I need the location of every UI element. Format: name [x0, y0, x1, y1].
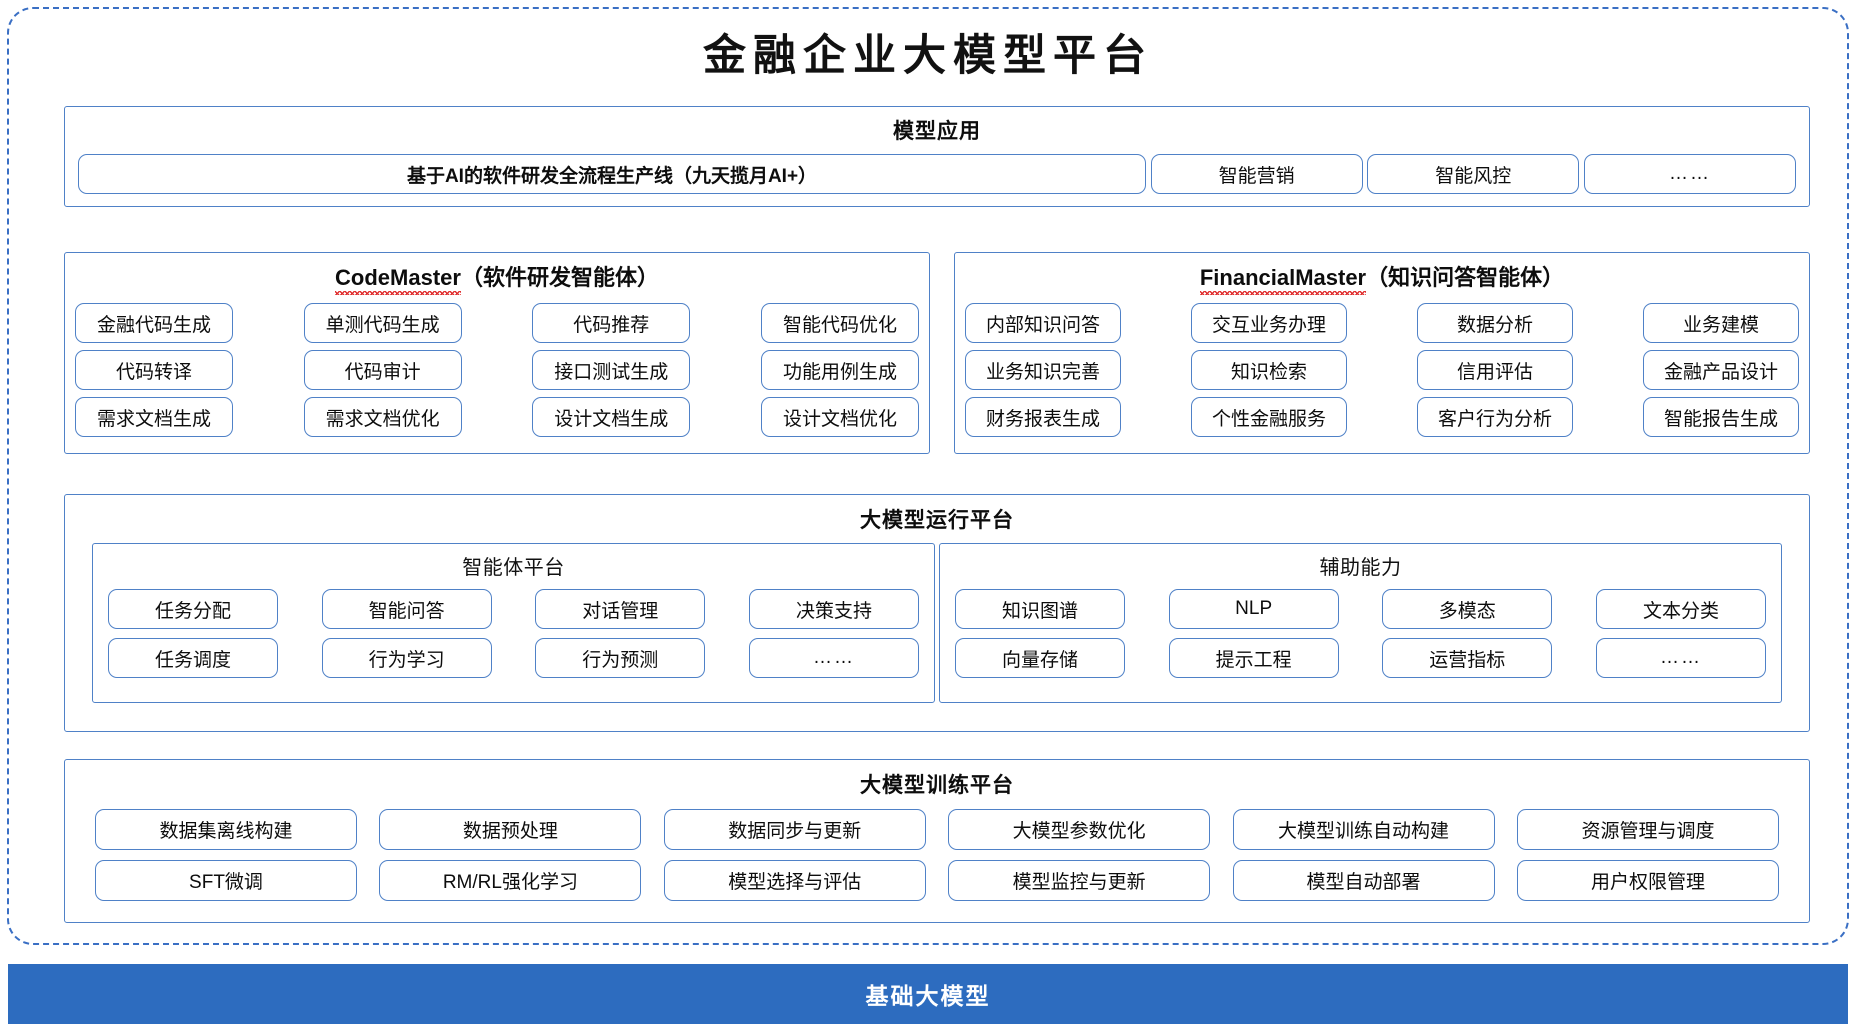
- capability-row: 金融代码生成 单测代码生成 代码推荐 智能代码优化: [75, 303, 919, 343]
- tr-data-sync-update[interactable]: 数据同步与更新: [663, 809, 926, 850]
- training-capabilities: 数据集离线构建 数据预处理 数据同步与更新 大模型参数优化 大模型训练自动构建 …: [65, 809, 1809, 901]
- capability-row: 任务分配 智能问答 对话管理 决策支持: [108, 589, 919, 629]
- codemaster-capabilities: 金融代码生成 单测代码生成 代码推荐 智能代码优化 代码转译 代码审计 接口测试…: [65, 292, 929, 437]
- fm-credit-assessment[interactable]: 信用评估: [1417, 350, 1573, 390]
- ap-decision-support[interactable]: 决策支持: [748, 589, 919, 629]
- tr-dataset-offline-build[interactable]: 数据集离线构建: [95, 809, 357, 850]
- cm-finance-code-gen[interactable]: 金融代码生成: [75, 303, 233, 343]
- ap-dialog-management[interactable]: 对话管理: [535, 589, 706, 629]
- capability-row: 业务知识完善 知识检索 信用评估 金融产品设计: [965, 350, 1799, 390]
- capability-row: 向量存储 提示工程 运营指标 ……: [955, 638, 1766, 678]
- financialmaster-heading: FinancialMaster（知识问答智能体）: [955, 260, 1809, 295]
- tr-training-auto-build[interactable]: 大模型训练自动构建: [1232, 809, 1495, 850]
- foundation-model-bar: 基础大模型: [8, 964, 1848, 1024]
- tr-user-permission[interactable]: 用户权限管理: [1516, 860, 1779, 901]
- foundation-model-label: 基础大模型: [865, 983, 991, 1009]
- aux-knowledge-graph[interactable]: 知识图谱: [955, 589, 1125, 629]
- cm-code-recommend[interactable]: 代码推荐: [532, 303, 691, 343]
- fm-financial-report-gen[interactable]: 财务报表生成: [965, 397, 1121, 437]
- capability-row: 财务报表生成 个性金融服务 客户行为分析 智能报告生成: [965, 397, 1799, 437]
- capability-row: 数据集离线构建 数据预处理 数据同步与更新 大模型参数优化 大模型训练自动构建 …: [95, 809, 1779, 850]
- capability-row: 知识图谱 NLP 多模态 文本分类: [955, 589, 1766, 629]
- platform-frame: 金融企业大模型平台 模型应用 基于AI的软件研发全流程生产线（九天揽月AI+） …: [7, 7, 1849, 945]
- capability-row: 需求文档生成 需求文档优化 设计文档生成 设计文档优化: [75, 397, 919, 437]
- tr-data-preprocessing[interactable]: 数据预处理: [379, 809, 642, 850]
- fm-internal-knowledge-qa[interactable]: 内部知识问答: [965, 303, 1121, 343]
- tr-model-param-optimize[interactable]: 大模型参数优化: [948, 809, 1211, 850]
- aux-prompt-engineering[interactable]: 提示工程: [1168, 638, 1339, 678]
- aux-text-classification[interactable]: 文本分类: [1595, 589, 1766, 629]
- model-application-items: 基于AI的软件研发全流程生产线（九天揽月AI+） 智能营销 智能风控 ……: [65, 154, 1809, 194]
- tr-model-select-eval[interactable]: 模型选择与评估: [663, 860, 926, 901]
- app-item-smart-marketing[interactable]: 智能营销: [1150, 154, 1363, 194]
- ap-behavior-prediction[interactable]: 行为预测: [535, 638, 706, 678]
- capability-row: 任务调度 行为学习 行为预测 ……: [108, 638, 919, 678]
- tr-model-monitor-update[interactable]: 模型监控与更新: [948, 860, 1211, 901]
- aux-nlp[interactable]: NLP: [1168, 589, 1339, 629]
- financialmaster-name: FinancialMaster: [1199, 265, 1367, 295]
- ap-more[interactable]: ……: [748, 638, 919, 678]
- fm-business-modeling[interactable]: 业务建模: [1643, 303, 1799, 343]
- capability-row: 内部知识问答 交互业务办理 数据分析 业务建模: [965, 303, 1799, 343]
- tr-resource-management[interactable]: 资源管理与调度: [1516, 809, 1779, 850]
- runtime-subsections: 智能体平台 任务分配 智能问答 对话管理 决策支持 任务调度 行为学习 行为预测…: [65, 543, 1809, 703]
- ap-task-allocation[interactable]: 任务分配: [108, 589, 278, 629]
- tr-sft-finetune[interactable]: SFT微调: [95, 860, 357, 901]
- agent-platform-subpanel: 智能体平台 任务分配 智能问答 对话管理 决策支持 任务调度 行为学习 行为预测…: [92, 543, 935, 703]
- cm-design-doc-opt[interactable]: 设计文档优化: [760, 397, 919, 437]
- aux-multimodal[interactable]: 多模态: [1382, 589, 1553, 629]
- model-application-panel: 模型应用 基于AI的软件研发全流程生产线（九天揽月AI+） 智能营销 智能风控 …: [64, 106, 1810, 207]
- training-platform-title: 大模型训练平台: [860, 774, 1014, 797]
- financialmaster-suffix: （知识问答智能体）: [1366, 265, 1565, 290]
- codemaster-panel: CodeMaster（软件研发智能体） 金融代码生成 单测代码生成 代码推荐 智…: [64, 252, 930, 454]
- fm-smart-report-gen[interactable]: 智能报告生成: [1643, 397, 1799, 437]
- cm-design-doc-gen[interactable]: 设计文档生成: [532, 397, 691, 437]
- ap-task-scheduling[interactable]: 任务调度: [108, 638, 278, 678]
- training-platform-panel: 大模型训练平台 数据集离线构建 数据预处理 数据同步与更新 大模型参数优化 大模…: [64, 759, 1810, 923]
- auxiliary-capability-title: 辅助能力: [1319, 557, 1402, 579]
- fm-data-analysis[interactable]: 数据分析: [1417, 303, 1573, 343]
- capability-row: SFT微调 RM/RL强化学习 模型选择与评估 模型监控与更新 模型自动部署 用…: [95, 860, 1779, 901]
- aux-more[interactable]: ……: [1595, 638, 1766, 678]
- runtime-platform-panel: 大模型运行平台 智能体平台 任务分配 智能问答 对话管理 决策支持 任务调度 行…: [64, 494, 1810, 732]
- cm-code-translate[interactable]: 代码转译: [75, 350, 233, 390]
- codemaster-name: CodeMaster: [335, 265, 461, 295]
- capability-row: 代码转译 代码审计 接口测试生成 功能用例生成: [75, 350, 919, 390]
- cm-smart-code-optimize[interactable]: 智能代码优化: [760, 303, 919, 343]
- fm-knowledge-retrieval[interactable]: 知识检索: [1191, 350, 1347, 390]
- financialmaster-capabilities: 内部知识问答 交互业务办理 数据分析 业务建模 业务知识完善 知识检索 信用评估…: [955, 292, 1809, 437]
- page-title: 金融企业大模型平台: [703, 33, 1153, 80]
- app-item-ai-rd-pipeline[interactable]: 基于AI的软件研发全流程生产线（九天揽月AI+）: [78, 154, 1146, 194]
- runtime-platform-title: 大模型运行平台: [860, 509, 1014, 532]
- app-item-more[interactable]: ……: [1583, 154, 1796, 194]
- auxiliary-capability-subpanel: 辅助能力 知识图谱 NLP 多模态 文本分类 向量存储 提示工程 运营指标 ……: [939, 543, 1782, 703]
- fm-financial-product-design[interactable]: 金融产品设计: [1643, 350, 1799, 390]
- aux-vector-store[interactable]: 向量存储: [955, 638, 1125, 678]
- fm-customer-behavior-analysis[interactable]: 客户行为分析: [1417, 397, 1573, 437]
- app-item-smart-risk-control[interactable]: 智能风控: [1367, 154, 1580, 194]
- fm-personalized-service[interactable]: 个性金融服务: [1191, 397, 1347, 437]
- aux-operation-metrics[interactable]: 运营指标: [1382, 638, 1553, 678]
- ap-behavior-learning[interactable]: 行为学习: [321, 638, 492, 678]
- tr-rm-rl[interactable]: RM/RL强化学习: [379, 860, 642, 901]
- fm-interactive-business[interactable]: 交互业务办理: [1191, 303, 1347, 343]
- fm-business-knowledge-improve[interactable]: 业务知识完善: [965, 350, 1121, 390]
- codemaster-suffix: （软件研发智能体）: [460, 265, 659, 290]
- cm-code-audit[interactable]: 代码审计: [303, 350, 462, 390]
- cm-function-case-gen[interactable]: 功能用例生成: [760, 350, 919, 390]
- cm-requirement-doc-opt[interactable]: 需求文档优化: [303, 397, 462, 437]
- cm-api-test-gen[interactable]: 接口测试生成: [532, 350, 691, 390]
- ap-smart-qa[interactable]: 智能问答: [321, 589, 492, 629]
- model-application-title: 模型应用: [893, 120, 981, 143]
- cm-requirement-doc-gen[interactable]: 需求文档生成: [75, 397, 233, 437]
- cm-unit-test-code-gen[interactable]: 单测代码生成: [303, 303, 462, 343]
- agent-platform-title: 智能体平台: [462, 557, 565, 579]
- financialmaster-panel: FinancialMaster（知识问答智能体） 内部知识问答 交互业务办理 数…: [954, 252, 1810, 454]
- tr-model-auto-deploy[interactable]: 模型自动部署: [1232, 860, 1495, 901]
- codemaster-heading: CodeMaster（软件研发智能体）: [65, 260, 929, 295]
